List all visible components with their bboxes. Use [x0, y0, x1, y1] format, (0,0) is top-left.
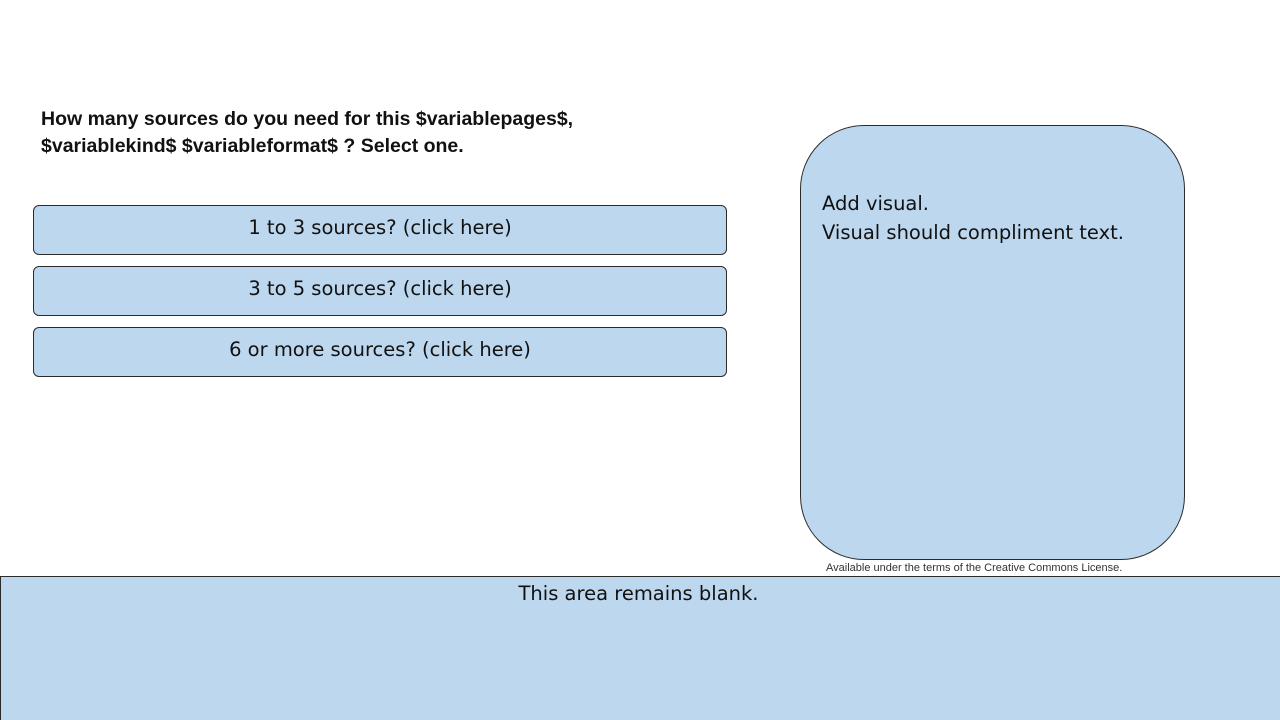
option-3-to-5-sources-button[interactable]: 3 to 5 sources? (click here): [33, 266, 727, 316]
bottom-area-text: This area remains blank.: [518, 582, 759, 605]
question-heading: How many sources do you need for this $v…: [41, 106, 741, 160]
question-line-1: How many sources do you need for this $v…: [41, 108, 574, 130]
visual-placeholder-line-2: Visual should compliment text.: [822, 221, 1124, 244]
option-6-or-more-sources-button[interactable]: 6 or more sources? (click here): [33, 327, 727, 377]
bottom-blank-area: [0, 576, 1280, 720]
license-note: Available under the terms of the Creativ…: [826, 562, 1123, 574]
visual-placeholder-line-1: Add visual.: [822, 192, 929, 215]
question-line-2: $variablekind$ $variableformat$ ? Select…: [41, 135, 464, 157]
visual-placeholder-box: [800, 125, 1185, 560]
option-1-to-3-sources-button[interactable]: 1 to 3 sources? (click here): [33, 205, 727, 255]
visual-placeholder-text: Add visual. Visual should compliment tex…: [822, 189, 1124, 247]
